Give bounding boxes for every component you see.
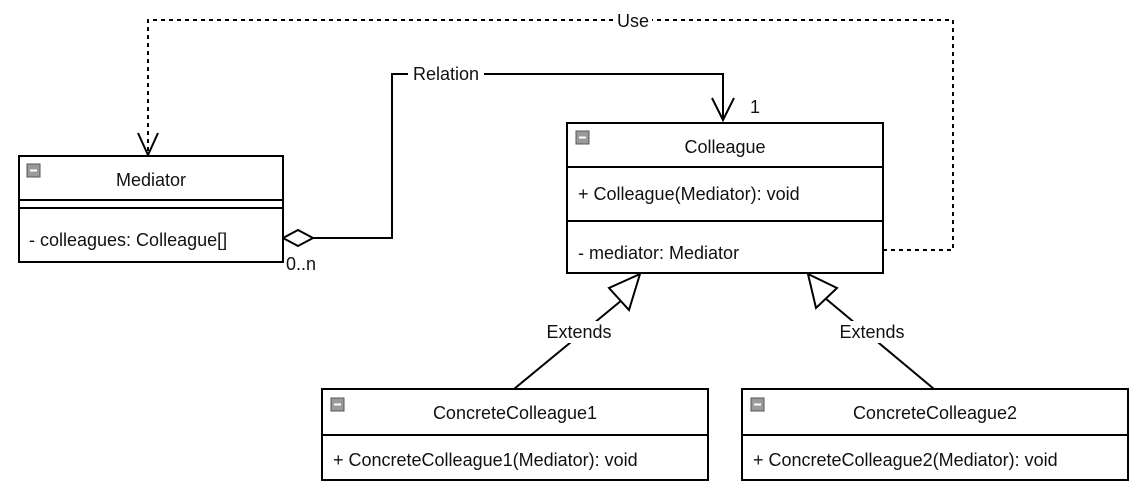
extends-1-label-background — [542, 321, 616, 343]
concrete-colleague-2-method: + ConcreteColleague2(Mediator): void — [753, 450, 1058, 470]
use-edge-label: Use — [617, 11, 649, 31]
colleague-attribute-mediator: - mediator: Mediator — [578, 243, 739, 263]
colleague-class[interactable]: Colleague + Colleague(Mediator): void - … — [566, 122, 884, 274]
extends-2-label-background — [835, 321, 909, 343]
minus-square-icon[interactable] — [26, 163, 41, 178]
concrete-colleague-1-name: ConcreteColleague1 — [433, 403, 597, 423]
extends-edge-1-label: Extends — [546, 322, 611, 342]
relation-edge-line — [313, 73, 724, 239]
mediator-class-name: Mediator — [116, 170, 186, 190]
mediator-class[interactable]: Mediator - colleagues: Colleague[] — [18, 155, 284, 263]
extends-edge-2-line — [824, 297, 935, 390]
use-label-background — [614, 11, 652, 31]
relation-edge[interactable]: Relation 0..n 1 — [280, 64, 760, 274]
relation-edge-arrowhead — [711, 97, 735, 123]
concrete-colleague-1-class[interactable]: ConcreteColleague1 + ConcreteColleague1(… — [321, 388, 709, 481]
use-edge-arrowhead — [137, 132, 159, 158]
relation-edge-label: Relation — [413, 64, 479, 84]
concrete-colleague-1-method: + ConcreteColleague1(Mediator): void — [333, 450, 638, 470]
colleague-method-constructor: + Colleague(Mediator): void — [578, 184, 800, 204]
relation-target-multiplicity: 1 — [750, 97, 760, 117]
concrete-colleague-2-name: ConcreteColleague2 — [853, 403, 1017, 423]
mediator-attribute-colleagues: - colleagues: Colleague[] — [29, 230, 227, 250]
use-edge[interactable]: Use — [137, 11, 954, 251]
extends-edge-2-label: Extends — [839, 322, 904, 342]
minus-square-icon[interactable] — [330, 397, 345, 412]
aggregation-diamond — [280, 228, 316, 248]
inheritance-triangle-1 — [607, 272, 642, 312]
relation-label-background — [408, 64, 484, 84]
inheritance-triangle-2 — [806, 272, 839, 310]
use-edge-line — [147, 19, 954, 251]
relation-source-multiplicity: 0..n — [286, 254, 316, 274]
concrete-colleague-2-class[interactable]: ConcreteColleague2 + ConcreteColleague2(… — [741, 388, 1129, 481]
extends-edge-1-line — [513, 299, 623, 390]
colleague-class-box — [566, 122, 884, 274]
extends-edge-2[interactable]: Extends — [806, 272, 935, 390]
extends-edge-1[interactable]: Extends — [513, 272, 642, 390]
minus-square-icon[interactable] — [575, 130, 590, 145]
minus-square-icon[interactable] — [750, 397, 765, 412]
colleague-class-name: Colleague — [684, 137, 765, 157]
